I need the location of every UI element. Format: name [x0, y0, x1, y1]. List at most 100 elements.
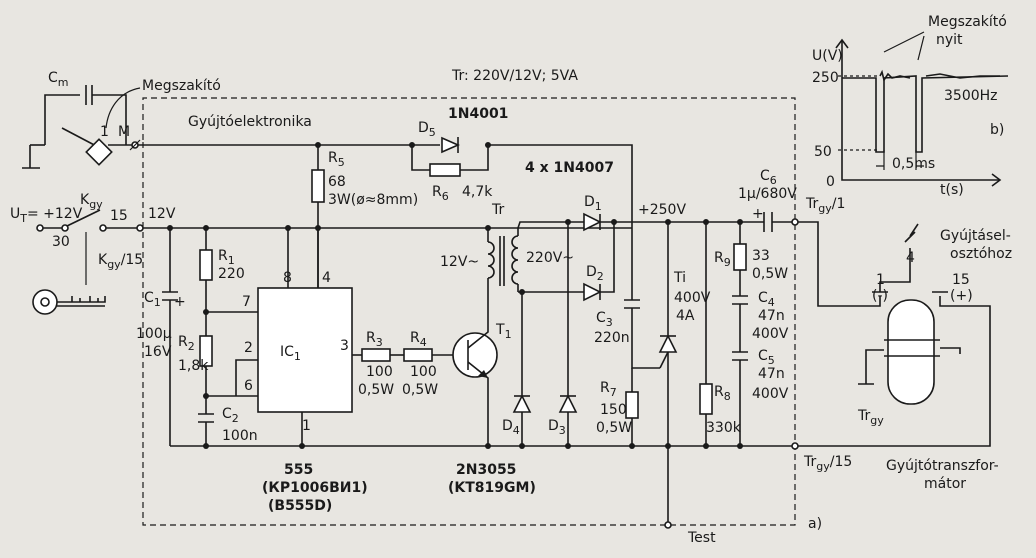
ic1-pin1: 1: [302, 418, 311, 434]
ignition-key-icon: [32, 289, 106, 315]
bridge-group: D1 D2 D4 D3: [502, 194, 668, 449]
t1-part-ru: (KT819GM): [448, 480, 536, 496]
ignition-coil: Gyújtásel- osztóhoz 4 1 (-) 15 (+) Trgy …: [798, 221, 1012, 492]
c1-label: C1: [144, 290, 161, 309]
r3-v1: 100: [366, 364, 393, 380]
ic-part-555: 555: [284, 462, 313, 478]
ti-group: Ti 400V 4A: [658, 219, 711, 449]
r8-value: 330k: [706, 420, 742, 436]
ic1-pin6: 6: [244, 378, 253, 394]
pin30-label: 30: [52, 234, 70, 250]
d5-group: 1N4001 D5 R6 4,7k: [411, 106, 508, 203]
c2-value: 100n: [222, 428, 258, 444]
t1-label: T1: [495, 322, 512, 341]
r7-v1: 150: [600, 402, 627, 418]
c6-v1: 1µ/680V: [738, 186, 797, 202]
r9-label: R9: [714, 250, 731, 269]
wire-d5-to-c3: [488, 144, 633, 300]
r4-group: R4 100 0,5W: [402, 330, 438, 398]
r8-group: R8 330k: [699, 219, 742, 449]
c6-plus: +: [752, 206, 764, 222]
ic1-pin2: 2: [244, 340, 253, 356]
hv-label: +250V: [638, 202, 686, 218]
bridge-label: 4 x 1N4007: [525, 160, 614, 176]
terminal-trgy15: [791, 442, 799, 450]
ic1-pin4: 4: [322, 270, 331, 286]
d2-label: D2: [586, 264, 604, 283]
d5-label: D5: [418, 120, 436, 139]
d4-label: D4: [502, 418, 520, 437]
wave-freq: 3500Hz: [944, 88, 998, 104]
c1-group: + C1 100µ 16V: [136, 228, 186, 446]
figure-label-a: a): [808, 516, 822, 532]
ic-part-ru: (КР1006ВИ1): [262, 480, 368, 496]
node-m-label: M: [118, 124, 130, 140]
ic1-part-label: 555 (КР1006ВИ1) (B555D): [262, 462, 368, 514]
r3-v2: 0,5W: [358, 382, 394, 398]
trgy15-label: Trgy/15: [803, 454, 852, 473]
r2-group: R2 1,8k: [178, 334, 213, 414]
r9-c4-c5-group: R9 33 0,5W C4 47n 400V C5 47n 400V: [714, 219, 789, 449]
wave-annot-2: nyit: [936, 32, 963, 48]
kgy15-label: Kgy/15: [98, 252, 143, 271]
r1-group: R1 220: [199, 228, 245, 336]
c5-label: C5: [758, 348, 775, 367]
dist-label-2: osztóhoz: [950, 246, 1012, 262]
tr-sec: 220V~: [526, 250, 574, 266]
t1-part: 2N3055: [456, 462, 516, 478]
coil-pin4: 4: [906, 250, 915, 266]
r8-label: R8: [714, 384, 731, 403]
d5-part: 1N4001: [448, 106, 508, 122]
r5-label: R5: [328, 150, 345, 169]
tr-prim: 12V~: [440, 254, 479, 270]
wave-y-label: U(V): [812, 48, 843, 64]
block-title: Gyújtóelektronika: [188, 114, 312, 130]
wave-y250: 250: [812, 70, 839, 86]
ti-v2: 4A: [676, 308, 695, 324]
r5-v1: 68: [328, 174, 346, 190]
c3-group: C3 220n: [594, 299, 660, 369]
wave-width: 0,5ms: [892, 156, 935, 172]
waveform-panel: U(V) t(s) 250 50 0 0,5ms 3500Hz Megszakí…: [812, 14, 1009, 198]
coil-pin15: 15: [952, 272, 970, 288]
r5-group: R5 68 3W(ø≈8mm): [311, 150, 418, 208]
supply-section: UT= +12V Kgy 30 15 Kgy/15 12V: [10, 192, 176, 315]
c5-v1: 47n: [758, 366, 785, 382]
rail-12v-label: 12V: [148, 206, 176, 222]
r1-label: R1: [218, 248, 235, 267]
tr-label: Tr: [491, 202, 504, 218]
ut-label: UT= +12V: [10, 206, 83, 225]
c1-plus: +: [174, 294, 186, 310]
trgy1-label: Trgy/1: [805, 196, 845, 215]
c5-v2: 400V: [752, 386, 789, 402]
coil-caption-a: Gyújtótranszfor-: [886, 458, 999, 474]
d3-label: D3: [548, 418, 566, 437]
r7-label: R7: [600, 380, 617, 399]
tr-group: Tr 12V~ 220V~: [440, 202, 574, 292]
d1-label: D1: [584, 194, 602, 213]
ic1-pin7: 7: [242, 294, 251, 310]
c3-value: 220n: [594, 330, 630, 346]
ic1-label: IC1: [280, 344, 301, 363]
cm-label: Cm: [48, 70, 69, 89]
c3-label: C3: [596, 310, 613, 329]
c2-label: C2: [222, 406, 239, 425]
ic1-pin3: 3: [340, 338, 349, 354]
c6-label: C6: [760, 168, 777, 187]
ti-v1: 400V: [674, 290, 711, 306]
r1-value: 220: [218, 266, 245, 282]
terminal-trgy1: [791, 218, 799, 226]
r2-value: 1,8k: [178, 358, 209, 374]
t1-group: T1 2N3055 (KT819GM): [448, 290, 536, 496]
c4-v1: 47n: [758, 308, 785, 324]
c1-v1: 100µ: [136, 326, 172, 342]
r7-v2: 0,5W: [596, 420, 632, 436]
figure-label-b: b): [990, 122, 1004, 138]
wave-annot-1: Megszakító: [928, 14, 1007, 30]
wave-y50: 50: [814, 144, 832, 160]
ti-label: Ti: [673, 270, 686, 286]
r5-v2: 3W(ø≈8mm): [328, 192, 418, 208]
r4-label: R4: [410, 330, 427, 349]
test-label: Test: [687, 530, 716, 546]
electronics-enclosure: [142, 97, 796, 526]
